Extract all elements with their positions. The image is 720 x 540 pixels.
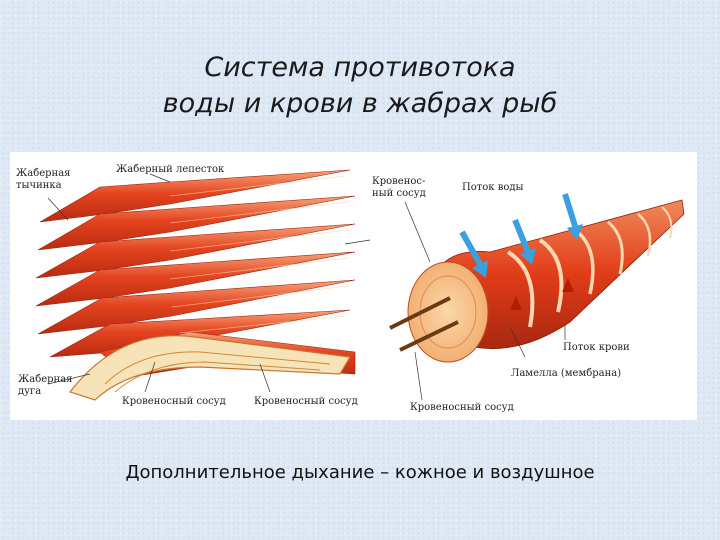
- gill-filament-cone: [389, 199, 685, 363]
- label-gill-arch-line2: дуга: [18, 386, 42, 397]
- gill-diagram: Жаберная тычинка Жаберный лепесток Жабер…: [10, 152, 697, 420]
- label-gill-raker-line1: Жаберная: [16, 168, 71, 179]
- blood-flow-arrows: [510, 278, 574, 310]
- title-line-2: воды и крови в жабрах рыб: [162, 88, 558, 119]
- label-blood-vessel-mid: Кровеносный сосуд: [254, 396, 358, 407]
- water-flow-arrows: [459, 193, 583, 278]
- label-blood-vessel-top-line2: ный сосуд: [372, 188, 426, 199]
- label-blood-vessel-top: Кровенос- ный сосуд: [372, 176, 426, 200]
- label-blood-vessel-top-line1: Кровенос-: [372, 176, 426, 187]
- label-blood-vessel-left: Кровеносный сосуд: [122, 396, 226, 407]
- filament-ridges: [169, 175, 349, 334]
- label-gill-arch-line1: Жаберная: [18, 374, 73, 385]
- label-blood-flow: Поток крови: [563, 342, 630, 353]
- label-gill-raker-line2: тычинка: [16, 180, 62, 191]
- title-line-1: Система противотока: [204, 52, 516, 83]
- gill-arch: [69, 335, 351, 401]
- gill-illustration: [35, 169, 685, 401]
- label-water-flow: Поток воды: [462, 182, 524, 193]
- label-blood-vessel-bottom: Кровеносный сосуд: [410, 402, 514, 413]
- label-gill-raker: Жаберная тычинка: [16, 168, 70, 192]
- slide-caption: Дополнительное дыхание – кожное и воздуш…: [125, 462, 595, 483]
- label-lamella: Ламелла (мембрана): [511, 368, 622, 379]
- label-gill-filament: Жаберный лепесток: [116, 164, 225, 175]
- label-gill-arch: Жаберная дуга: [18, 374, 72, 398]
- slide-title: Система противотока воды и крови в жабра…: [0, 50, 720, 122]
